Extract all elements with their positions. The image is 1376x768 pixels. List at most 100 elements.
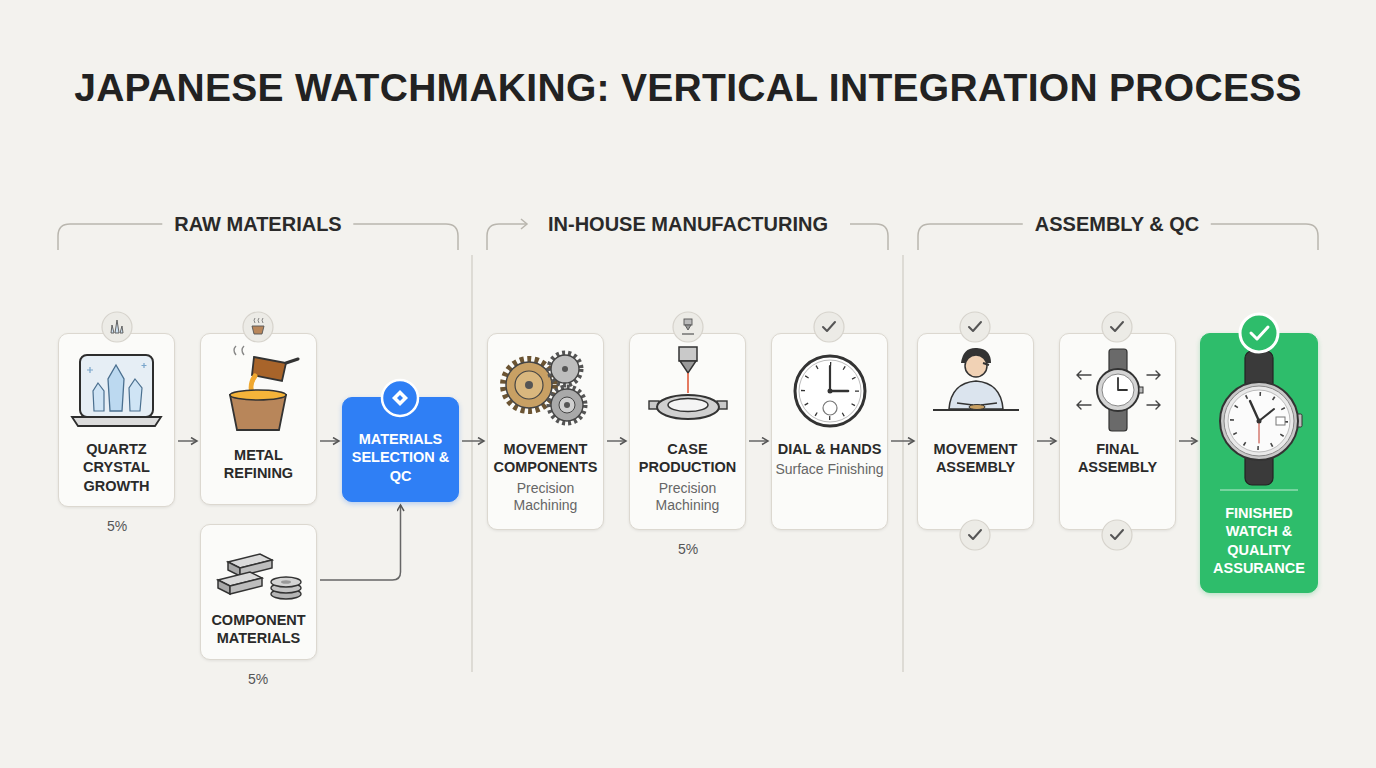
check-marks-part [1111,530,1123,539]
gears-illustration-part [549,353,581,385]
case-illustration-part [680,361,696,373]
approved-badge-part [1240,314,1278,352]
box-subtext: Precision Machining [633,480,742,514]
finished-illustration-part [1220,489,1298,490]
gears-illustration-part [562,366,568,372]
bracket-arrowhead [521,219,527,229]
result-box: FINISHED WATCH & QUALITY ASSURANCE [1200,333,1318,593]
bracket-lines [58,219,1318,250]
check-badges [814,312,1132,550]
flow-arrow [320,505,401,580]
dial-illustration-part [795,356,865,426]
quartz-illustration-part [129,379,142,411]
watch-illustration [1059,333,1176,530]
process-box: QUARTZ CRYSTAL GROWTH [58,333,175,507]
selection-badge-part [397,395,403,401]
text-group: COMPONENT MATERIALS [204,611,313,648]
person-illustration-part [983,363,989,365]
process-box: CASE PRODUCTIONPrecision Machining [629,333,746,530]
watch-illustration-part [1139,387,1143,393]
check-badges-part [960,312,990,342]
refining-badge-part [252,326,264,334]
dial-illustration-part [823,401,837,415]
text-group: MATERIALS SELECTION & QC [346,430,455,486]
person-illustration-part [969,404,985,409]
finished-illustration-part [1259,409,1274,421]
finished-illustration-part [1256,418,1261,423]
manufacturing-bracket-left [487,224,527,250]
raw-materials-bracket [58,224,458,250]
machining-badge-part [684,319,692,325]
process-box: FINAL ASSEMBLY [1059,333,1176,530]
selection-badge-part [382,380,418,416]
case-illustration-part [679,347,697,361]
refining-badge-part [243,312,273,342]
approved-badge-part [1251,327,1268,339]
gears-illustration-part [559,397,575,413]
box-heading: COMPONENT MATERIALS [204,611,313,648]
check-marks [823,322,1123,539]
text-group: MOVEMENT ASSEMBLY [921,440,1030,477]
divider-line [902,255,903,672]
flow-arrow [749,440,768,442]
text-group: FINISHED WATCH & QUALITY ASSURANCE [1204,504,1314,578]
machining-badge-part [682,333,694,334]
crystal-badge-part [115,320,119,333]
check-badges-part [1102,520,1132,550]
flow-arrow [1037,440,1056,442]
section-heading: IN-HOUSE MANUFACTURING [536,212,840,236]
text-group: METAL REFINING [204,446,313,483]
finished-illustration-part [1258,421,1259,443]
crystal-badge [102,312,132,342]
machining-badge-part [673,312,703,342]
box-heading: DIAL & HANDS [775,440,884,459]
gears-illustration-part [515,371,543,399]
percentage-note: 5% [248,671,268,687]
selection-badge-part [392,390,408,406]
person-illustration-part [949,381,1003,409]
watch-illustration-part [1097,369,1139,411]
text-group: MOVEMENT COMPONENTSPrecision Machining [491,440,600,514]
finished-illustration-part [1220,382,1298,460]
check-marks-part [969,322,981,331]
flow-arrow [320,440,339,442]
flow-arrow [1179,440,1197,442]
watch-illustration-part-part [1147,401,1160,409]
refining-badge-part [254,318,263,323]
ingot-illustration-part [230,578,262,594]
ingot-illustration-part [281,580,291,584]
metal-illustration-part [234,346,244,355]
finished-illustration-part [1276,417,1285,425]
box-heading: MOVEMENT COMPONENTS [491,440,600,477]
quartz-illustration-part [80,355,153,417]
dial-illustration-part [802,363,857,418]
ingot-illustration-part [228,562,240,576]
process-box: METAL REFINING [200,333,317,505]
gears-illustration-part [549,387,585,423]
box-subtext: Surface Finishing [775,461,884,478]
flow-arrow [178,440,197,442]
quartz-illustration-part [108,365,124,411]
process-box: MOVEMENT ASSEMBLY [917,333,1034,530]
selection-badge [382,380,418,416]
box-heading: FINAL ASSEMBLY [1063,440,1172,477]
watch-illustration-part-part [1147,371,1160,379]
machining-badge-part [685,325,691,330]
metal-illustration-part [252,357,286,381]
finished-illustration-part [1250,401,1259,421]
person-illustration [917,333,1034,530]
text-group: QUARTZ CRYSTAL GROWTH [62,440,171,496]
metal-illustration-part [230,390,286,400]
watch-illustration-part [1077,371,1160,409]
gears-illustration-part [551,389,583,421]
flow-arrow [607,440,626,442]
box-heading: FINISHED WATCH & QUALITY ASSURANCE [1204,504,1314,578]
gears-illustration-part [564,402,570,408]
gears-illustration-part [506,362,552,408]
gears-illustration-part [525,381,533,389]
box-heading: CASE PRODUCTION [633,440,742,477]
check-badges-part [960,520,990,550]
